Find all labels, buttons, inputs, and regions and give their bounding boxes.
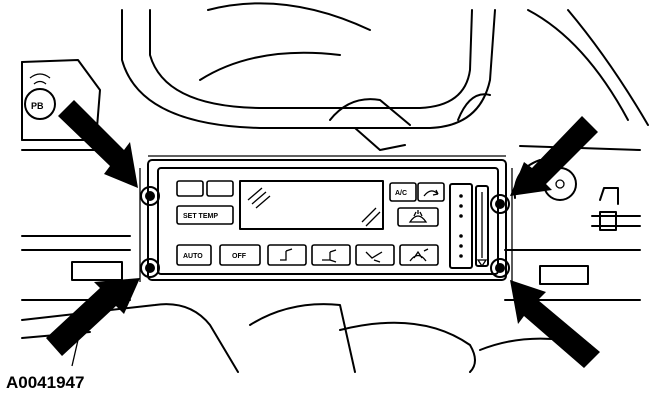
recirculation-button[interactable] (417, 182, 445, 202)
bi-level-vent-icon (322, 249, 337, 263)
auto-button[interactable]: AUTO (176, 244, 212, 266)
off-button[interactable]: OFF (219, 244, 261, 266)
floor-vent-button[interactable] (355, 244, 395, 266)
defrost-icon (408, 210, 428, 223)
defrost-button[interactable] (397, 207, 439, 227)
blank-button-2[interactable] (206, 180, 234, 197)
panel-vent-icon (280, 248, 293, 261)
ac-button[interactable]: A/C (389, 182, 417, 202)
arrow-bottom-right (510, 280, 600, 368)
climate-control-module (139, 155, 513, 282)
mounting-fasteners (140, 186, 510, 278)
recirculation-icon (423, 189, 439, 197)
figure-id-leader (71, 339, 79, 367)
floor-defrost-icon (409, 248, 429, 262)
fastener-top-right (490, 194, 510, 214)
off-label: OFF (232, 253, 247, 260)
panel-vent-button[interactable] (267, 244, 307, 266)
ac-label: A/C (395, 190, 407, 197)
arrow-top-right (510, 116, 598, 196)
callout-arrows (46, 100, 600, 368)
fastener-bottom-right (490, 258, 510, 278)
figure-id-label: A0041947 (6, 373, 84, 392)
blank-button-1[interactable] (176, 180, 204, 197)
fastener-bottom-left (140, 258, 160, 278)
set-temp-label: SET TEMP (183, 213, 218, 220)
temperature-display (239, 180, 384, 230)
fan-speed-control[interactable] (449, 183, 489, 269)
climate-control-panel: SET TEMP A/C (176, 180, 489, 269)
floor-vent-icon (365, 251, 383, 263)
arrow-top-left (58, 100, 138, 188)
fastener-top-left (140, 186, 160, 206)
svg-text:PB: PB (31, 101, 44, 111)
floor-defrost-button[interactable] (399, 244, 439, 266)
bi-level-vent-button[interactable] (311, 244, 351, 266)
dashboard-background: PB (21, 2, 649, 373)
auto-label: AUTO (183, 253, 203, 260)
arrow-bottom-left (46, 278, 140, 356)
fan-speed-dots-icon (459, 194, 463, 258)
set-temp-button[interactable]: SET TEMP (176, 205, 234, 225)
